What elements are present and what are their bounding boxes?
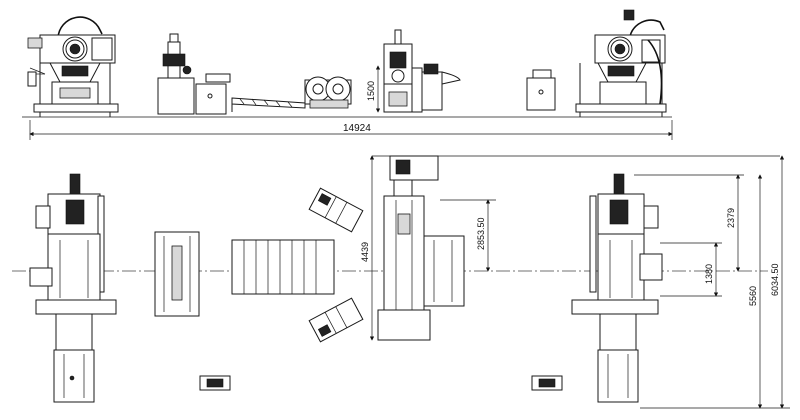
coil-group <box>304 76 352 109</box>
console-right-plan <box>531 375 563 391</box>
right-uncoiler <box>575 9 667 117</box>
plan-right-overall-label: 6034.50 <box>770 263 780 296</box>
pass-height-label: 1500 <box>366 81 376 101</box>
inclined-conveyor <box>231 97 306 112</box>
right-uncoiler-plan <box>571 173 663 403</box>
elevation-view: 1500 <box>22 9 673 140</box>
plan-right-width-label: 5560 <box>748 286 758 306</box>
cart-lower <box>308 297 364 343</box>
plan-left-width-label: 4439 <box>360 242 370 262</box>
center-recoiler-plan <box>377 155 465 341</box>
console-left-plan <box>199 375 231 391</box>
left-uncoiler <box>27 16 119 117</box>
plan-left-offset-label: 2853.50 <box>476 217 486 250</box>
shear-station <box>157 33 231 115</box>
plan-conveyor <box>231 239 335 295</box>
plan-view: 4439 2853.50 <box>12 155 790 409</box>
plan-right-small-label: 1380 <box>704 264 714 284</box>
left-uncoiler-plan <box>29 173 117 403</box>
plan-left-dims: 4439 2853.50 <box>360 155 780 341</box>
plan-guide-left <box>154 231 200 317</box>
center-recoiler <box>383 29 461 113</box>
plan-right-upper-label: 2379 <box>726 208 736 228</box>
plan-right-dims: 2379 1380 5560 6034.50 <box>634 155 790 409</box>
cart-upper <box>308 187 364 233</box>
overall-length-label: 14924 <box>343 123 371 134</box>
right-console <box>526 69 556 111</box>
pass-height-dim: 1500 <box>366 65 381 113</box>
overall-length-dim: 14924 <box>29 120 673 140</box>
